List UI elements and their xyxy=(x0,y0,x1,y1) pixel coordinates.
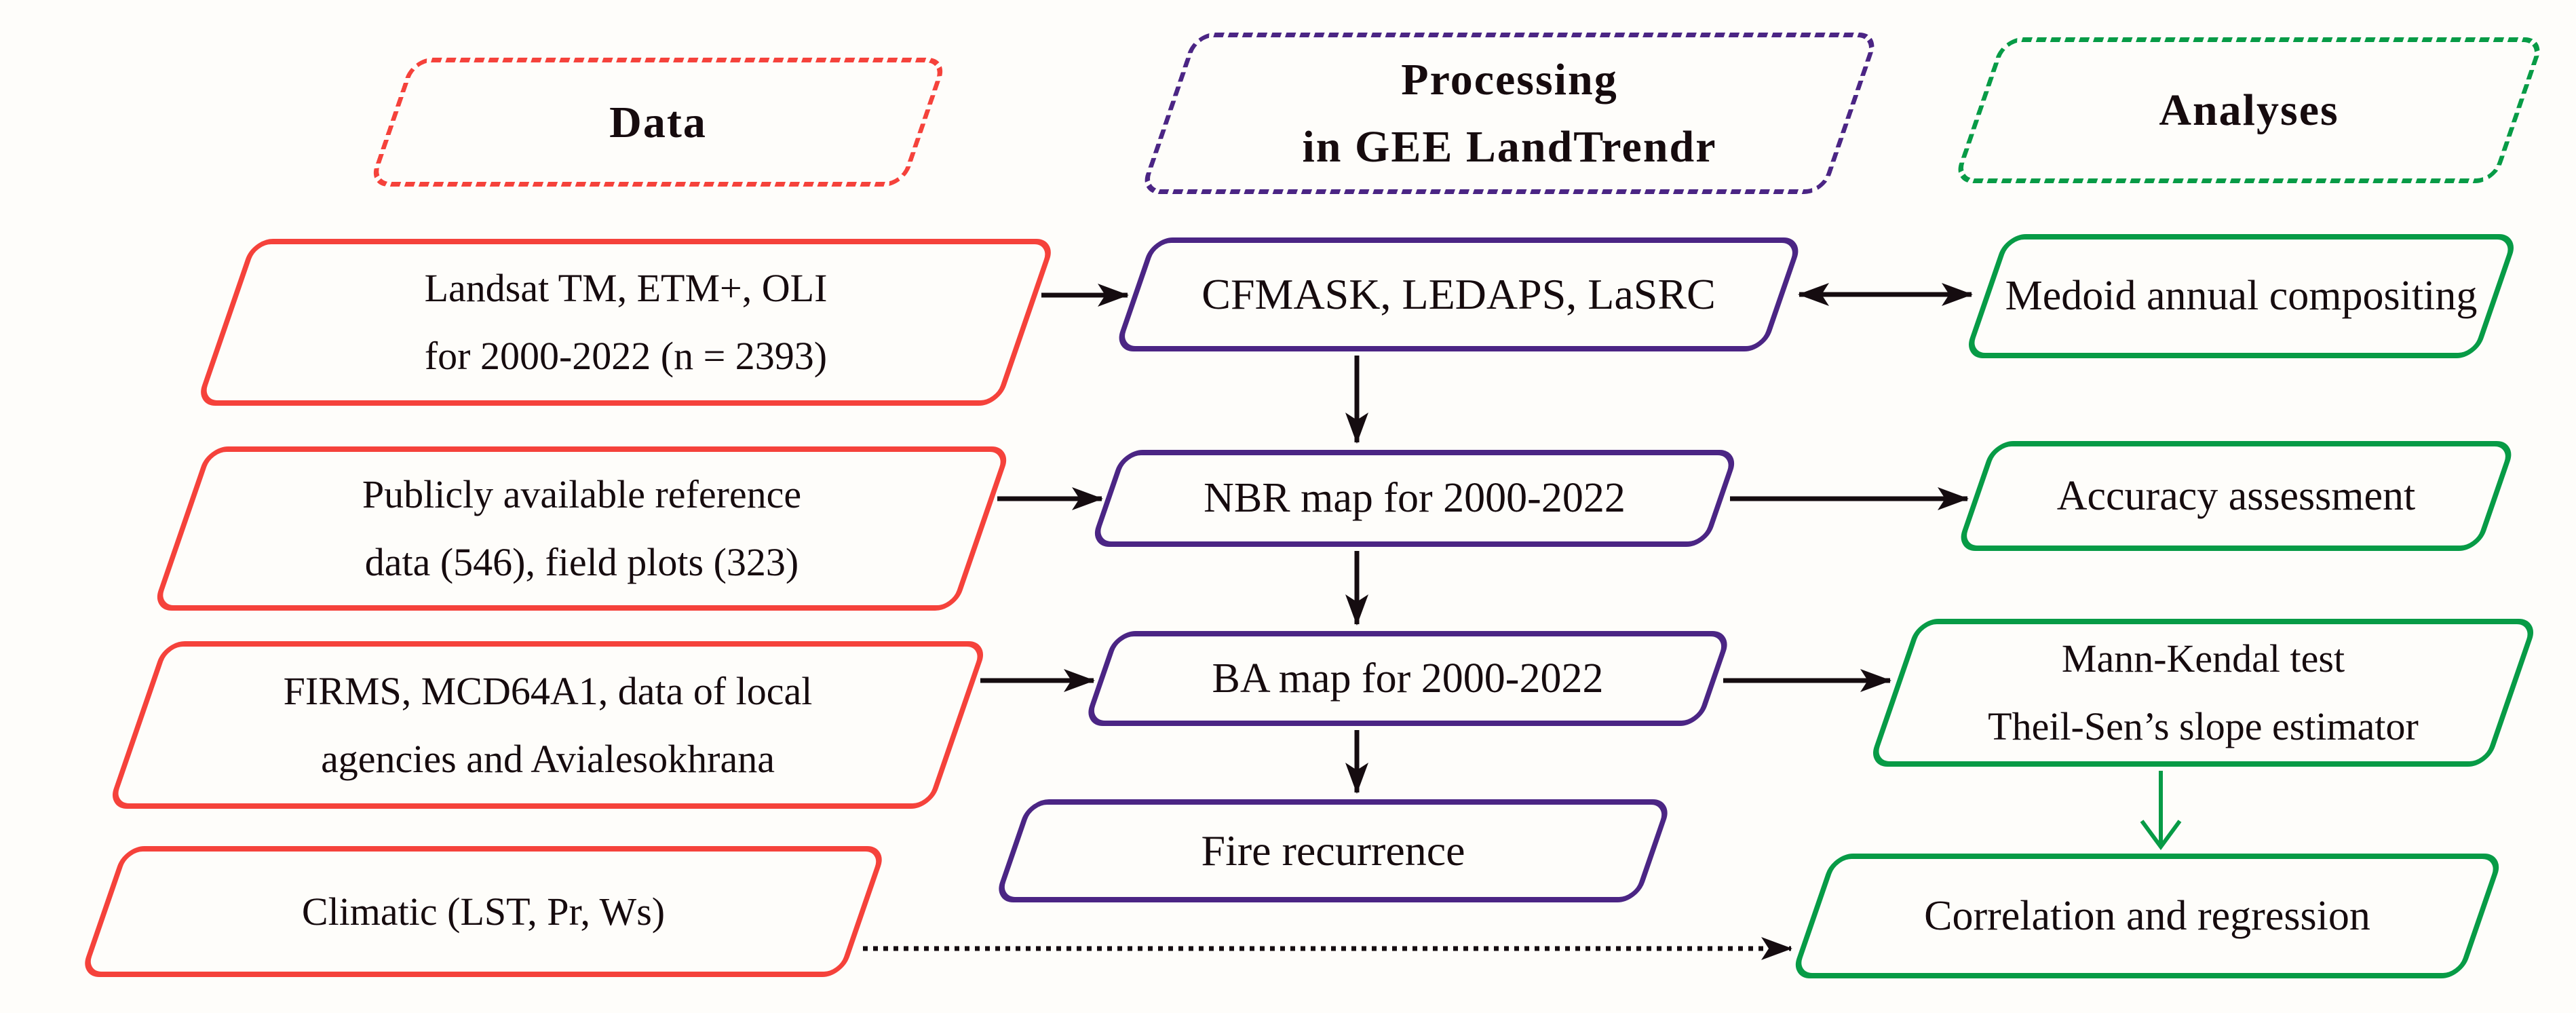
fire-recurrence-box: Fire recurrence xyxy=(993,799,1674,902)
ba-map-box: BA map for 2000-2022 xyxy=(1082,631,1733,726)
correlation-box-label: Correlation and regression xyxy=(1924,892,2370,939)
landsat-box: Landsat TM, ETM+, OLI for 2000-2022 (n =… xyxy=(195,239,1057,406)
reference-data-box-line2: data (546), field plots (323) xyxy=(364,540,799,584)
landsat-box-line1: Landsat TM, ETM+, OLI xyxy=(424,266,828,311)
accuracy-box: Accuracy assessment xyxy=(1955,441,2517,551)
fire-recurrence-box-label: Fire recurrence xyxy=(1201,826,1465,875)
correlation-box: Correlation and regression xyxy=(1790,854,2505,978)
nbr-map-box: NBR map for 2000-2022 xyxy=(1089,450,1740,547)
cfmask-box-label: CFMASK, LEDAPS, LaSRC xyxy=(1202,269,1716,318)
analyses-header: Analyses xyxy=(1952,37,2546,183)
mann-kendal-box-line1: Mann-Kendal test xyxy=(2061,636,2345,681)
firms-box-line2: agencies and Avialesokhrana xyxy=(321,736,775,781)
cfmask-box: CFMASK, LEDAPS, LaSRC xyxy=(1113,237,1804,351)
accuracy-box-label: Accuracy assessment xyxy=(2056,472,2416,519)
firms-box: FIRMS, MCD64A1, data of local agencies a… xyxy=(107,641,989,809)
data-header: Data xyxy=(368,58,948,187)
processing-header-line2: in GEE LandTrendr xyxy=(1302,122,1717,172)
data-header-label: Data xyxy=(609,97,707,147)
climatic-box: Climatic (LST, Pr, Ws) xyxy=(79,846,888,977)
medoid-box: Medoid annual compositing xyxy=(1963,234,2520,358)
reference-data-box-line1: Publicly available reference xyxy=(362,472,802,517)
climatic-box-label: Climatic (LST, Pr, Ws) xyxy=(301,889,666,934)
nbr-map-box-label: NBR map for 2000-2022 xyxy=(1204,475,1626,522)
ba-map-box-label: BA map for 2000-2022 xyxy=(1212,655,1604,702)
medoid-box-label: Medoid annual compositing xyxy=(2005,273,2478,320)
mann-kendal-box-line2: Theil-Sen’s slope estimator xyxy=(1988,704,2419,748)
firms-box-line1: FIRMS, MCD64A1, data of local xyxy=(283,668,813,713)
landsat-box-line2: for 2000-2022 (n = 2393) xyxy=(424,334,828,378)
mann-kendal-box: Mann-Kendal test Theil-Sen’s slope estim… xyxy=(1867,619,2539,767)
reference-data-box: Publicly available reference data (546),… xyxy=(151,446,1012,611)
processing-header-line1: Processing xyxy=(1401,55,1618,104)
analyses-header-label: Analyses xyxy=(2159,85,2339,135)
arrow-mannkendal-to-correlation xyxy=(2140,771,2182,851)
processing-header: Processing in GEE LandTrendr xyxy=(1139,33,1880,194)
